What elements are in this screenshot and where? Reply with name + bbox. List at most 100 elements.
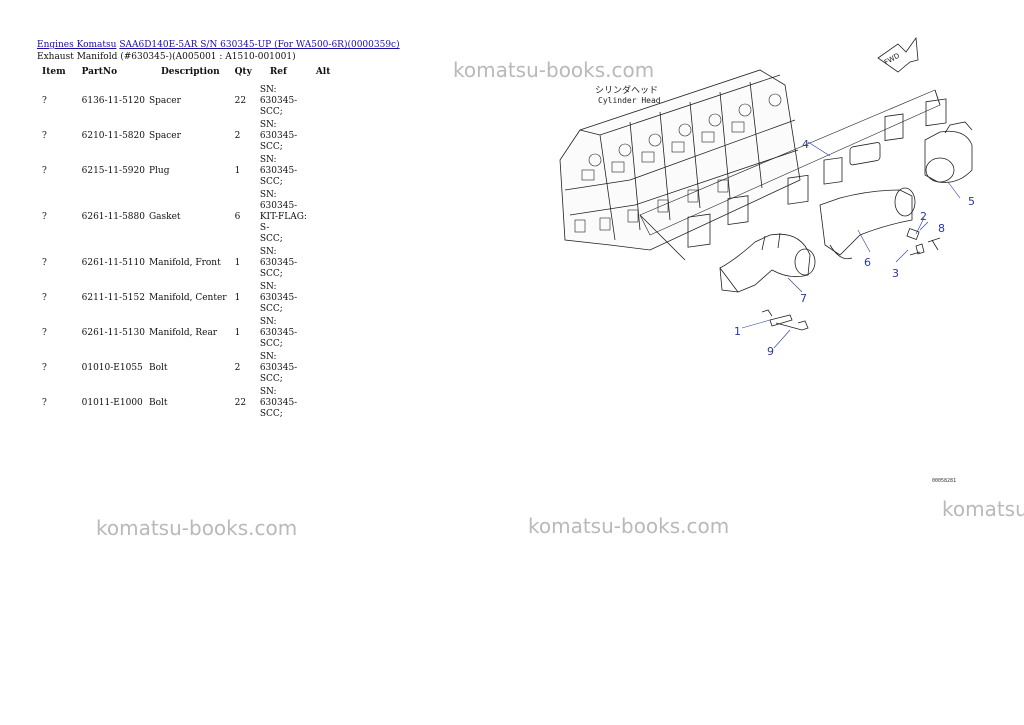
ref-line: SCC; — [259, 339, 283, 349]
callout-3: 3 — [892, 267, 899, 280]
breadcrumb-link-model[interactable]: SAA6D140E-5AR S/N 630345-UP (For WA500-6… — [119, 40, 400, 50]
breadcrumb-link-engines[interactable]: Engines Komatsu — [37, 40, 117, 50]
bolt-drawings — [761, 243, 925, 331]
header-partno: PartNo — [81, 67, 118, 77]
ref-line: SN: 630345- — [259, 352, 298, 373]
callout-1: 1 — [734, 325, 741, 338]
cell-partno: 6211-11-5152 — [81, 293, 145, 303]
watermark: komatsu — [942, 497, 1024, 521]
cell-item: ? — [42, 293, 47, 303]
cell-ref: SN: 630345-SCC; — [256, 281, 316, 316]
diagram-code: 00058281 — [932, 478, 957, 484]
cell-ref: SN: 630345-SCC; — [256, 386, 316, 421]
cell-ref: SN: 630345-SCC; — [256, 84, 316, 119]
cell-ref: SN: 630345-SCC; — [256, 119, 316, 154]
cell-item: ? — [42, 328, 47, 338]
callout-8: 8 — [938, 222, 945, 235]
ref-line: SN: 630345- — [259, 120, 298, 141]
rear-manifold-drawing — [924, 121, 973, 183]
cell-description: Manifold, Rear — [148, 328, 218, 338]
diagram-label-en: Cylinder Head — [598, 96, 661, 105]
ref-line: SN: 630345- — [259, 247, 298, 268]
cell-partno: 6136-11-5120 — [81, 96, 145, 106]
cylinder-head-drawing — [559, 69, 801, 251]
ref-line: SCC; — [259, 234, 283, 244]
cell-ref: SN: 630345-SCC; — [256, 154, 316, 189]
header-description: Description — [160, 67, 220, 77]
cell-partno: 6261-11-5130 — [81, 328, 145, 338]
cell-item: ? — [42, 131, 47, 141]
cell-partno: 6261-11-5880 — [81, 212, 145, 222]
plug-drawing — [906, 228, 941, 251]
cell-qty: 22 — [234, 398, 247, 408]
header-ref: Ref — [269, 67, 287, 77]
ref-line: KIT-FLAG: S- — [259, 212, 307, 233]
cell-alt — [316, 246, 335, 281]
cell-qty: 1 — [234, 166, 241, 176]
table-header-row: Item PartNo Description Qty Ref Alt — [38, 65, 334, 84]
header-alt: Alt — [315, 67, 331, 77]
cell-partno: 01011-E1000 — [81, 398, 143, 408]
cell-description: Bolt — [148, 398, 168, 408]
cell-ref: SN: 630345-SCC; — [256, 246, 316, 281]
cell-item: ? — [42, 363, 47, 373]
ref-line: SN: 630345- — [259, 317, 298, 338]
watermark: komatsu-books.com — [96, 516, 298, 540]
ref-line: SCC; — [259, 269, 283, 279]
cell-description: Spacer — [148, 131, 181, 141]
cell-alt — [316, 386, 335, 421]
cell-qty: 1 — [234, 258, 241, 268]
ref-line: SN: 630345- — [259, 85, 298, 106]
center-manifold-drawing — [819, 142, 916, 260]
cell-ref: SN: 630345-SCC; — [256, 351, 316, 386]
ref-line: SCC; — [259, 409, 283, 419]
cell-qty: 22 — [234, 96, 247, 106]
cell-qty: 2 — [234, 131, 241, 141]
ref-line: SN: 630345- — [259, 282, 298, 303]
cell-partno: 6210-11-5820 — [81, 131, 145, 141]
cell-ref: SN: 630345-SCC; — [256, 316, 316, 351]
ref-line: SCC; — [259, 304, 283, 314]
cell-alt — [316, 84, 335, 119]
cell-alt — [316, 154, 335, 189]
cell-alt — [316, 281, 335, 316]
watermark: komatsu-books.com — [453, 58, 655, 82]
header-qty: Qty — [234, 67, 252, 77]
callout-leader-lines — [741, 141, 961, 349]
cell-partno: 01010-E1055 — [81, 363, 143, 373]
cell-description: Plug — [148, 166, 170, 176]
callout-5: 5 — [968, 195, 975, 208]
cell-qty: 1 — [234, 328, 241, 338]
gasket-drawings — [687, 98, 947, 248]
callout-6: 6 — [864, 256, 871, 269]
cell-alt — [316, 351, 335, 386]
cell-alt — [316, 189, 335, 246]
cell-alt — [316, 119, 335, 154]
ref-line: SCC; — [259, 142, 283, 152]
cell-item: ? — [42, 166, 47, 176]
ref-line: SCC; — [259, 177, 283, 187]
cell-qty: 1 — [234, 293, 241, 303]
parts-table: Item PartNo Description Qty Ref Alt ? 613… — [38, 65, 334, 421]
callout-4: 4 — [802, 138, 809, 151]
callout-9: 9 — [767, 345, 774, 358]
breadcrumb: Engines Komatsu SAA6D140E-5AR S/N 630345… — [37, 40, 400, 50]
cell-partno: 6215-11-5920 — [81, 166, 145, 176]
cell-alt — [316, 316, 335, 351]
watermark: komatsu-books.com — [528, 514, 730, 538]
cell-qty: 6 — [234, 212, 241, 222]
exhaust-manifold-diagram: シリンダヘッド Cylinder Head FWD 4 5 2 8 6 3 7 … — [559, 36, 975, 358]
cell-description: Spacer — [148, 96, 181, 106]
cell-description: Manifold, Front — [148, 258, 221, 268]
ref-line: SN: 630345- — [259, 155, 298, 176]
header-item: Item — [42, 67, 66, 77]
ref-line: SCC; — [259, 374, 283, 384]
cell-description: Gasket — [148, 212, 181, 222]
